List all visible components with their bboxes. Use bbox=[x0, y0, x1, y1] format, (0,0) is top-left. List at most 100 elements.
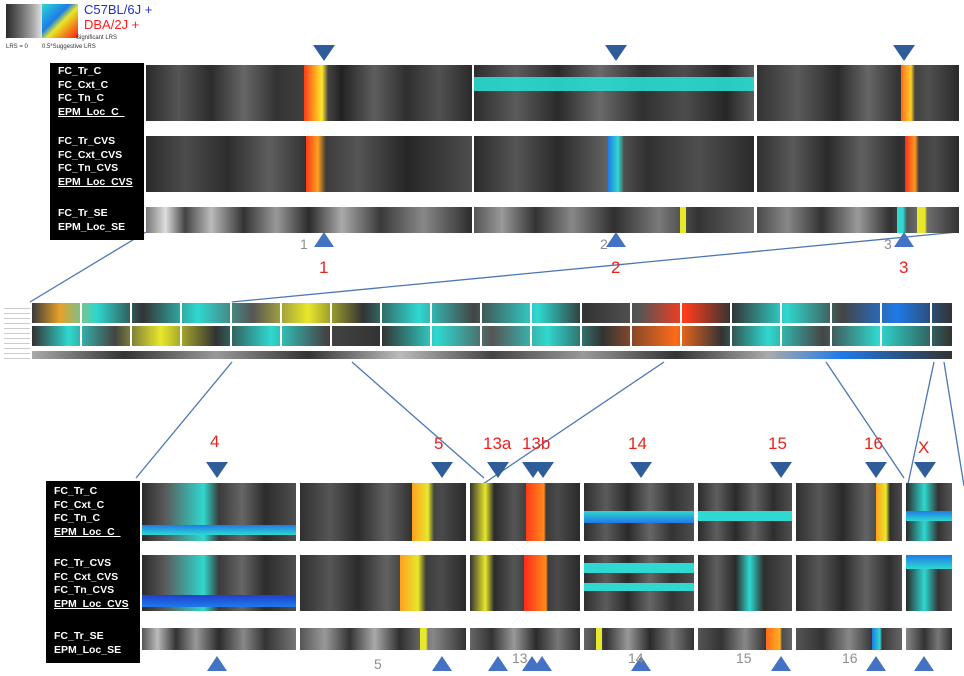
bottom-labels-se: FC_Tr_SE EPM_Loc_SE bbox=[46, 618, 140, 663]
legend-color-swatch bbox=[42, 4, 78, 38]
legend-c57-label: C57BL/6J + bbox=[84, 2, 153, 17]
heatmap-strip bbox=[584, 555, 694, 611]
locus-label: 2 bbox=[611, 258, 621, 277]
heatmap-strip bbox=[142, 483, 296, 541]
heatmap-strip bbox=[906, 483, 952, 541]
chromosome-number: 1 bbox=[300, 236, 308, 252]
locus-label: 13b bbox=[522, 434, 551, 453]
locus-label: 13a bbox=[483, 434, 512, 453]
locus-marker-down bbox=[431, 462, 453, 478]
locus-label: 16 bbox=[864, 434, 883, 453]
trait-label: EPM_Loc_SE bbox=[54, 643, 122, 656]
heatmap-strip bbox=[474, 65, 754, 121]
heatmap-strip bbox=[470, 483, 580, 541]
chromosome-number: 2 bbox=[600, 236, 608, 252]
chromosome-number: 16 bbox=[842, 650, 858, 666]
locus-marker-up bbox=[866, 656, 886, 671]
trait-label: FC_Tn_C bbox=[54, 512, 101, 524]
heatmap-strip bbox=[757, 136, 959, 192]
trait-label: FC_Tr_SE bbox=[58, 207, 108, 219]
locus-marker-down bbox=[770, 462, 792, 478]
heatmap-strip bbox=[300, 555, 466, 611]
trait-label: FC_Tn_CVS bbox=[54, 584, 115, 596]
connector-line bbox=[825, 361, 905, 479]
locus-marker-down bbox=[532, 462, 554, 478]
bottom-labels-c: FC_Tr_C FC_Cxt_C FC_Tn_C EPM_Loc_C_ bbox=[46, 481, 140, 543]
heatmap-strip bbox=[796, 628, 902, 650]
locus-marker-down bbox=[630, 462, 652, 478]
overview-labels bbox=[4, 304, 30, 360]
chromosome-number: 13 bbox=[512, 650, 528, 666]
trait-label: FC_Tr_CVS bbox=[54, 557, 112, 569]
heatmap-strip bbox=[142, 555, 296, 611]
chromosome-number: 15 bbox=[736, 650, 752, 666]
connector-line bbox=[351, 361, 485, 479]
genome-overview bbox=[4, 296, 954, 364]
heatmap-strip bbox=[474, 136, 754, 192]
locus-label: 3 bbox=[899, 258, 909, 277]
top-labels-cvs: FC_Tr_CVS FC_Cxt_CVS FC_Tn_CVS EPM_Loc_C… bbox=[50, 121, 144, 196]
locus-label: 1 bbox=[319, 258, 329, 277]
heatmap-strip bbox=[698, 483, 792, 541]
trait-label: FC_Cxt_CVS bbox=[54, 570, 119, 583]
locus-marker-down bbox=[313, 45, 335, 61]
heatmap-strip bbox=[906, 628, 952, 650]
trait-label: EPM_Loc_SE bbox=[58, 220, 126, 233]
trait-label: FC_Tr_C bbox=[58, 65, 102, 77]
legend-grey-swatch bbox=[6, 4, 42, 38]
trait-label: EPM_Loc_C_ bbox=[54, 525, 121, 538]
heatmap-strip bbox=[300, 628, 466, 650]
trait-label: FC_Tr_SE bbox=[54, 630, 104, 642]
overview-strip-se bbox=[32, 351, 952, 359]
connector-line bbox=[479, 361, 665, 487]
chromosome-number: 14 bbox=[628, 650, 644, 666]
locus-marker-down bbox=[893, 45, 915, 61]
locus-marker-up bbox=[432, 656, 452, 671]
trait-label: FC_Cxt_C bbox=[54, 498, 105, 511]
locus-marker-up bbox=[314, 232, 334, 247]
legend-lrs0-label: LRS = 0 bbox=[6, 44, 28, 50]
trait-label: FC_Tn_CVS bbox=[58, 162, 119, 174]
locus-marker-down bbox=[487, 462, 509, 478]
heatmap-strip bbox=[584, 628, 694, 650]
locus-marker-down bbox=[865, 462, 887, 478]
trait-label: FC_Tr_CVS bbox=[58, 135, 116, 147]
heatmap-strip bbox=[906, 555, 952, 611]
locus-label: X bbox=[918, 438, 930, 457]
heatmap-strip bbox=[146, 136, 472, 192]
heatmap-strip bbox=[796, 483, 902, 541]
locus-marker-down bbox=[914, 462, 936, 478]
locus-marker-up bbox=[207, 656, 227, 671]
locus-label: 4 bbox=[210, 432, 220, 451]
locus-label: 15 bbox=[768, 434, 787, 453]
legend-significant-label: Significant LRS bbox=[76, 35, 118, 41]
legend: C57BL/6J + DBA/2J + Significant LRS LRS … bbox=[4, 2, 174, 54]
locus-marker-up bbox=[894, 232, 914, 247]
locus-marker-up bbox=[532, 656, 552, 671]
connector-line bbox=[29, 231, 147, 303]
heatmap-strip bbox=[757, 207, 959, 233]
locus-marker-up bbox=[631, 656, 651, 671]
trait-label: FC_Tn_C bbox=[58, 92, 105, 104]
locus-marker-up bbox=[488, 656, 508, 671]
locus-marker-down bbox=[605, 45, 627, 61]
trait-label: EPM_Loc_CVS bbox=[58, 175, 133, 188]
legend-dba-label: DBA/2J + bbox=[84, 17, 140, 32]
heatmap-strip bbox=[698, 555, 792, 611]
trait-label: EPM_Loc_CVS bbox=[54, 597, 129, 610]
locus-label: 14 bbox=[628, 434, 647, 453]
locus-marker-up bbox=[606, 232, 626, 247]
heatmap-strip bbox=[796, 555, 902, 611]
heatmap-strip bbox=[146, 65, 472, 121]
trait-label: FC_Cxt_C bbox=[58, 78, 109, 91]
heatmap-strip bbox=[757, 65, 959, 121]
top-labels-se: FC_Tr_SE EPM_Loc_SE bbox=[50, 196, 144, 240]
legend-suggestive-label: 0.5*Suggestive LRS bbox=[42, 44, 96, 50]
locus-marker-down bbox=[206, 462, 228, 478]
bottom-labels-cvs: FC_Tr_CVS FC_Cxt_CVS FC_Tn_CVS EPM_Loc_C… bbox=[46, 543, 140, 618]
locus-marker-up bbox=[771, 656, 791, 671]
connector-line bbox=[907, 361, 935, 485]
heatmap-strip bbox=[698, 628, 792, 650]
locus-marker-up bbox=[914, 656, 934, 671]
